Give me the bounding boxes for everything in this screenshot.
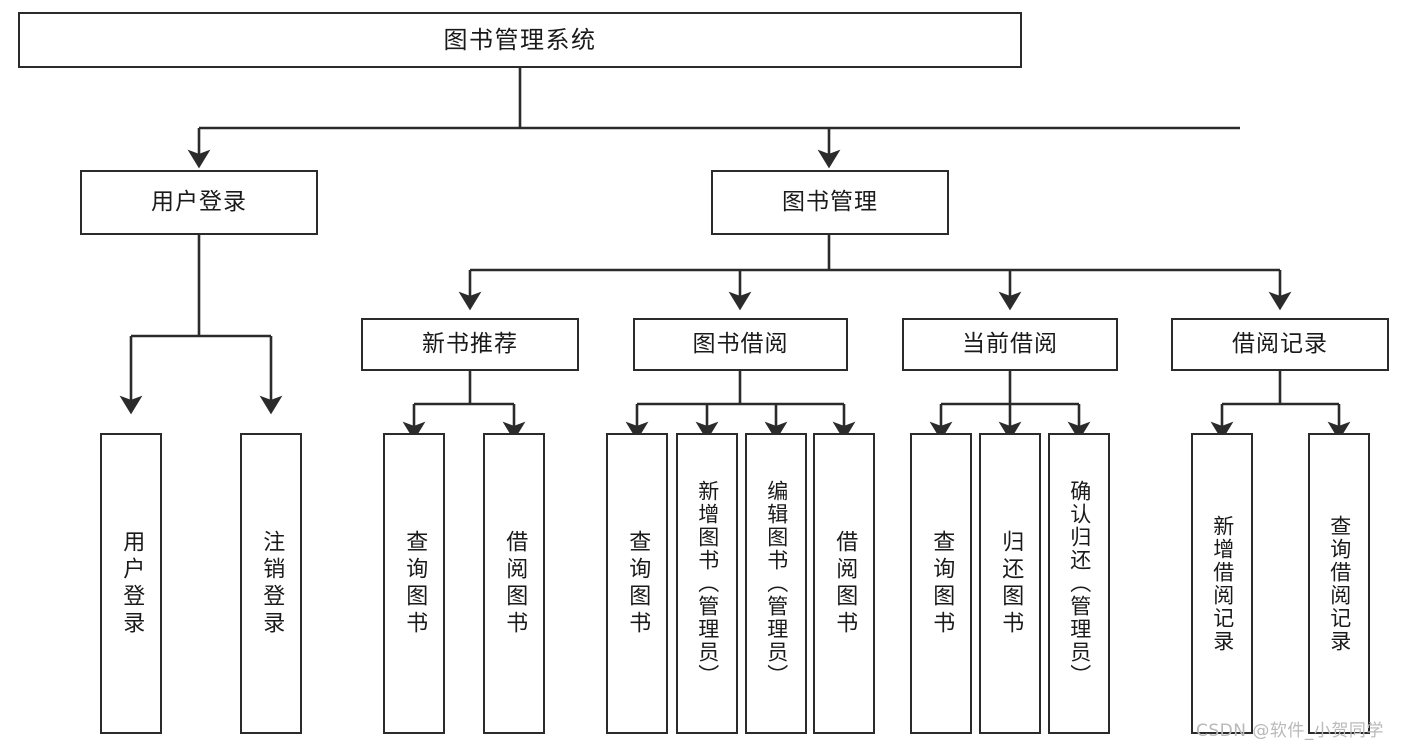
leaf-user-login[interactable]: 用户登录 [100, 433, 162, 734]
node-book-borrow[interactable]: 图书借阅 [633, 318, 848, 371]
node-label: 编辑图书（管理员） [764, 480, 789, 687]
node-label: 查询图书 [402, 529, 428, 638]
leaf-logout[interactable]: 注销登录 [240, 433, 302, 734]
node-label: 查询图书 [625, 529, 651, 638]
node-label: 查询借阅记录 [1327, 514, 1352, 653]
node-current-borrow[interactable]: 当前借阅 [902, 318, 1118, 371]
leaf-return-book[interactable]: 归还图书 [979, 433, 1041, 734]
node-label: 归还图书 [998, 529, 1024, 638]
node-label: 用户登录 [151, 188, 247, 215]
node-new-book-recommend[interactable]: 新书推荐 [361, 318, 579, 371]
node-root-book-management-system[interactable]: 图书管理系统 [18, 12, 1022, 68]
node-label: 注销登录 [259, 529, 285, 638]
leaf-borrow-book-recommend[interactable]: 借阅图书 [483, 433, 545, 734]
leaf-borrow-book[interactable]: 借阅图书 [813, 433, 875, 734]
node-label: 查询图书 [929, 529, 955, 638]
leaf-query-book-borrow[interactable]: 查询图书 [606, 433, 668, 734]
node-label: 用户登录 [119, 529, 145, 638]
leaf-query-book-current[interactable]: 查询图书 [910, 433, 972, 734]
leaf-confirm-return-admin[interactable]: 确认归还（管理员） [1048, 433, 1110, 734]
node-label: 借阅记录 [1232, 330, 1328, 357]
leaf-add-borrow-record[interactable]: 新增借阅记录 [1191, 433, 1253, 734]
node-label: 图书管理 [782, 188, 878, 215]
node-label: 图书借阅 [692, 330, 789, 357]
node-borrow-record[interactable]: 借阅记录 [1171, 318, 1389, 371]
node-label: 图书管理系统 [443, 25, 597, 54]
leaf-edit-book-admin[interactable]: 编辑图书（管理员） [745, 433, 807, 734]
node-label: 新增借阅记录 [1210, 514, 1235, 653]
leaf-query-borrow-record[interactable]: 查询借阅记录 [1308, 433, 1370, 734]
node-label: 确认归还（管理员） [1067, 480, 1092, 687]
node-label: 新增图书（管理员） [695, 480, 720, 687]
node-label: 借阅图书 [832, 529, 858, 638]
leaf-query-book-recommend[interactable]: 查询图书 [383, 433, 445, 734]
node-label: 新书推荐 [422, 330, 518, 357]
node-label: 借阅图书 [502, 529, 528, 638]
node-book-management[interactable]: 图书管理 [711, 170, 949, 235]
node-label: 当前借阅 [962, 330, 1058, 357]
leaf-add-book-admin[interactable]: 新增图书（管理员） [676, 433, 738, 734]
csdn-watermark: CSDN @软件_小贺同学 [1196, 721, 1384, 741]
node-user-login[interactable]: 用户登录 [80, 170, 318, 235]
